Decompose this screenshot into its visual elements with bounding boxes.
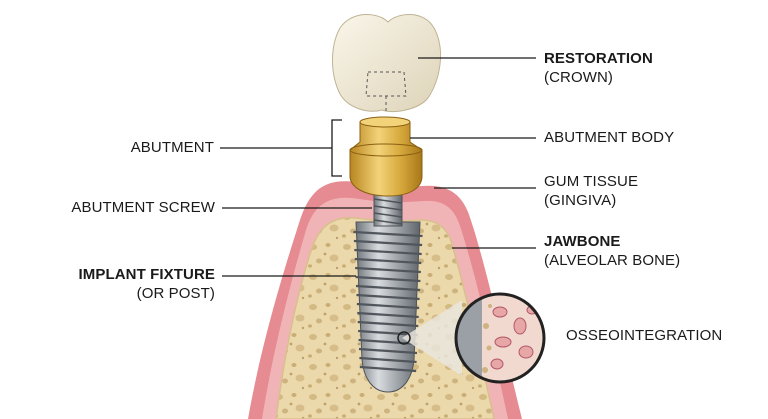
bracket-abutment [332,120,342,176]
label-abutment-screw: ABUTMENT SCREW [71,198,215,217]
label-restoration-title: RESTORATION [544,49,653,68]
label-implant-fixture: IMPLANT FIXTURE (OR POST) [79,265,216,303]
label-restoration: RESTORATION (CROWN) [544,49,653,87]
label-jawbone-subtitle: (ALVEOLAR BONE) [544,251,680,270]
label-abutment: ABUTMENT [131,138,214,157]
label-jawbone-title: JAWBONE [544,232,680,251]
label-gum-tissue-subtitle: (GINGIVA) [544,191,638,210]
label-implant-fixture-title: IMPLANT FIXTURE [79,265,216,284]
crown-restoration [333,14,441,112]
label-gum-tissue: GUM TISSUE (GINGIVA) [544,172,638,210]
label-jawbone: JAWBONE (ALVEOLAR BONE) [544,232,680,270]
label-abutment-title: ABUTMENT [131,138,214,157]
label-restoration-subtitle: (CROWN) [544,68,653,87]
abutment-screw [374,194,402,226]
label-osseointegration-title: OSSEOINTEGRATION [566,326,722,345]
abutment-body [350,117,422,196]
implant-fixture [353,222,422,392]
label-implant-fixture-subtitle: (OR POST) [79,284,216,303]
label-osseointegration: OSSEOINTEGRATION [566,326,722,345]
label-abutment-body-title: ABUTMENT BODY [544,128,674,147]
label-abutment-screw-title: ABUTMENT SCREW [71,198,215,217]
label-abutment-body: ABUTMENT BODY [544,128,674,147]
label-gum-tissue-title: GUM TISSUE [544,172,638,191]
